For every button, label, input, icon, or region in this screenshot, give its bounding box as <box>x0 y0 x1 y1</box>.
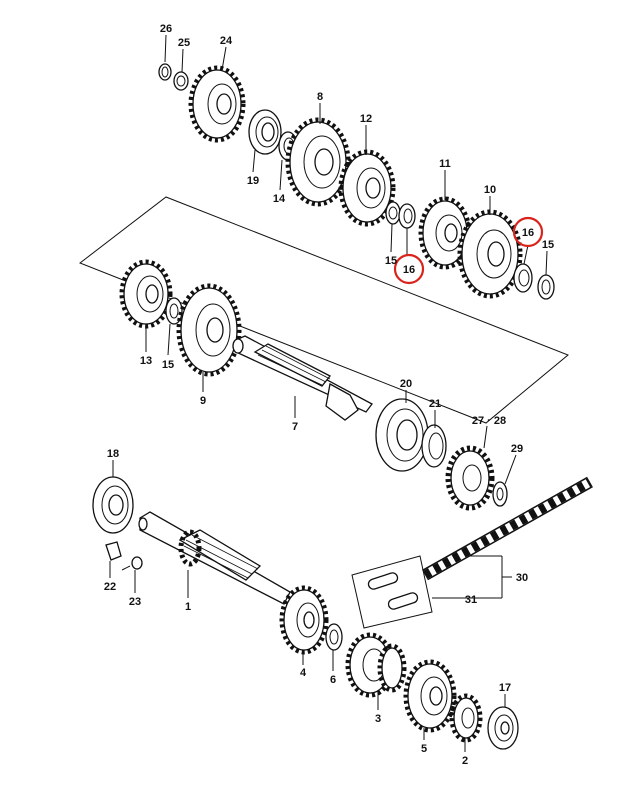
part-4-gear <box>279 585 329 655</box>
drive-chain <box>422 476 593 581</box>
callout-7: 7 <box>292 421 298 433</box>
callout-16-left: 16 <box>403 264 415 276</box>
highlight-circle-16-left <box>393 253 425 285</box>
highlight-circle-16-right <box>512 216 544 248</box>
part-27-28-sprocket <box>445 445 495 511</box>
part-24-gear <box>188 65 246 143</box>
part-5-gear <box>403 659 457 733</box>
part-25-washer <box>173 71 189 91</box>
part-12-gear <box>338 149 396 227</box>
callout-18: 18 <box>107 448 119 460</box>
part-3-gear <box>345 632 407 698</box>
callout-4: 4 <box>300 667 307 679</box>
part-1-driveshaft <box>138 511 291 605</box>
part-13-gear <box>119 259 173 329</box>
part-15-circlip-right <box>537 274 555 300</box>
callout-19: 19 <box>247 175 259 187</box>
part-16-washer-right <box>513 263 533 293</box>
part-21-oil-seal <box>421 424 447 468</box>
callout-27-28: 27 · 28 <box>472 415 506 427</box>
callout-3: 3 <box>375 713 381 725</box>
part-15-circlip-left <box>165 297 183 325</box>
part-18-bearing <box>92 476 134 534</box>
callout-13: 13 <box>140 355 152 367</box>
callout-2: 2 <box>462 755 468 767</box>
callout-15-upper: 15 <box>385 255 397 267</box>
part-9-gear <box>176 283 242 377</box>
part-10-gear <box>457 209 523 299</box>
callout-31: 31 <box>465 594 477 606</box>
callout-10: 10 <box>484 184 496 196</box>
callout-30: 30 <box>516 572 528 584</box>
callout-8: 8 <box>317 91 323 103</box>
part-29-plate <box>492 481 508 507</box>
callout-21: 21 <box>429 398 441 410</box>
part-17-bearing <box>487 706 519 750</box>
part-15-circlip-upper <box>385 201 401 225</box>
countershaft-group-outline <box>78 196 569 424</box>
callout-26: 26 <box>160 23 172 35</box>
callout-5: 5 <box>421 743 427 755</box>
callout-11: 11 <box>439 158 451 170</box>
part-16-washer-upper <box>398 203 416 229</box>
callout-12: 12 <box>360 113 372 125</box>
callout-25: 25 <box>178 37 190 49</box>
part-22-stopper <box>105 541 122 561</box>
callout-14: 14 <box>273 193 286 205</box>
part-8-gear <box>285 117 351 207</box>
callout-16-right: 16 <box>522 227 534 239</box>
part-26-circlip <box>158 63 172 81</box>
part-2-gear <box>449 693 483 743</box>
part-19-bearing <box>248 109 282 155</box>
callout-1: 1 <box>185 601 191 613</box>
callout-9: 9 <box>200 395 206 407</box>
callout-6: 6 <box>330 674 336 686</box>
part-31-chain-joint <box>351 555 433 629</box>
callout-15-right: 15 <box>542 239 554 251</box>
callout-29: 29 <box>511 443 523 455</box>
callout-23: 23 <box>129 596 141 608</box>
part-6-circlip <box>325 623 343 651</box>
part-7-countershaft <box>232 335 373 421</box>
callout-15-left: 15 <box>162 359 174 371</box>
callout-24: 24 <box>220 35 233 47</box>
part-20-bearing <box>375 398 429 472</box>
callout-22: 22 <box>104 581 116 593</box>
callout-17: 17 <box>499 682 511 694</box>
callout-20: 20 <box>400 378 412 390</box>
part-23-screw <box>121 556 143 571</box>
